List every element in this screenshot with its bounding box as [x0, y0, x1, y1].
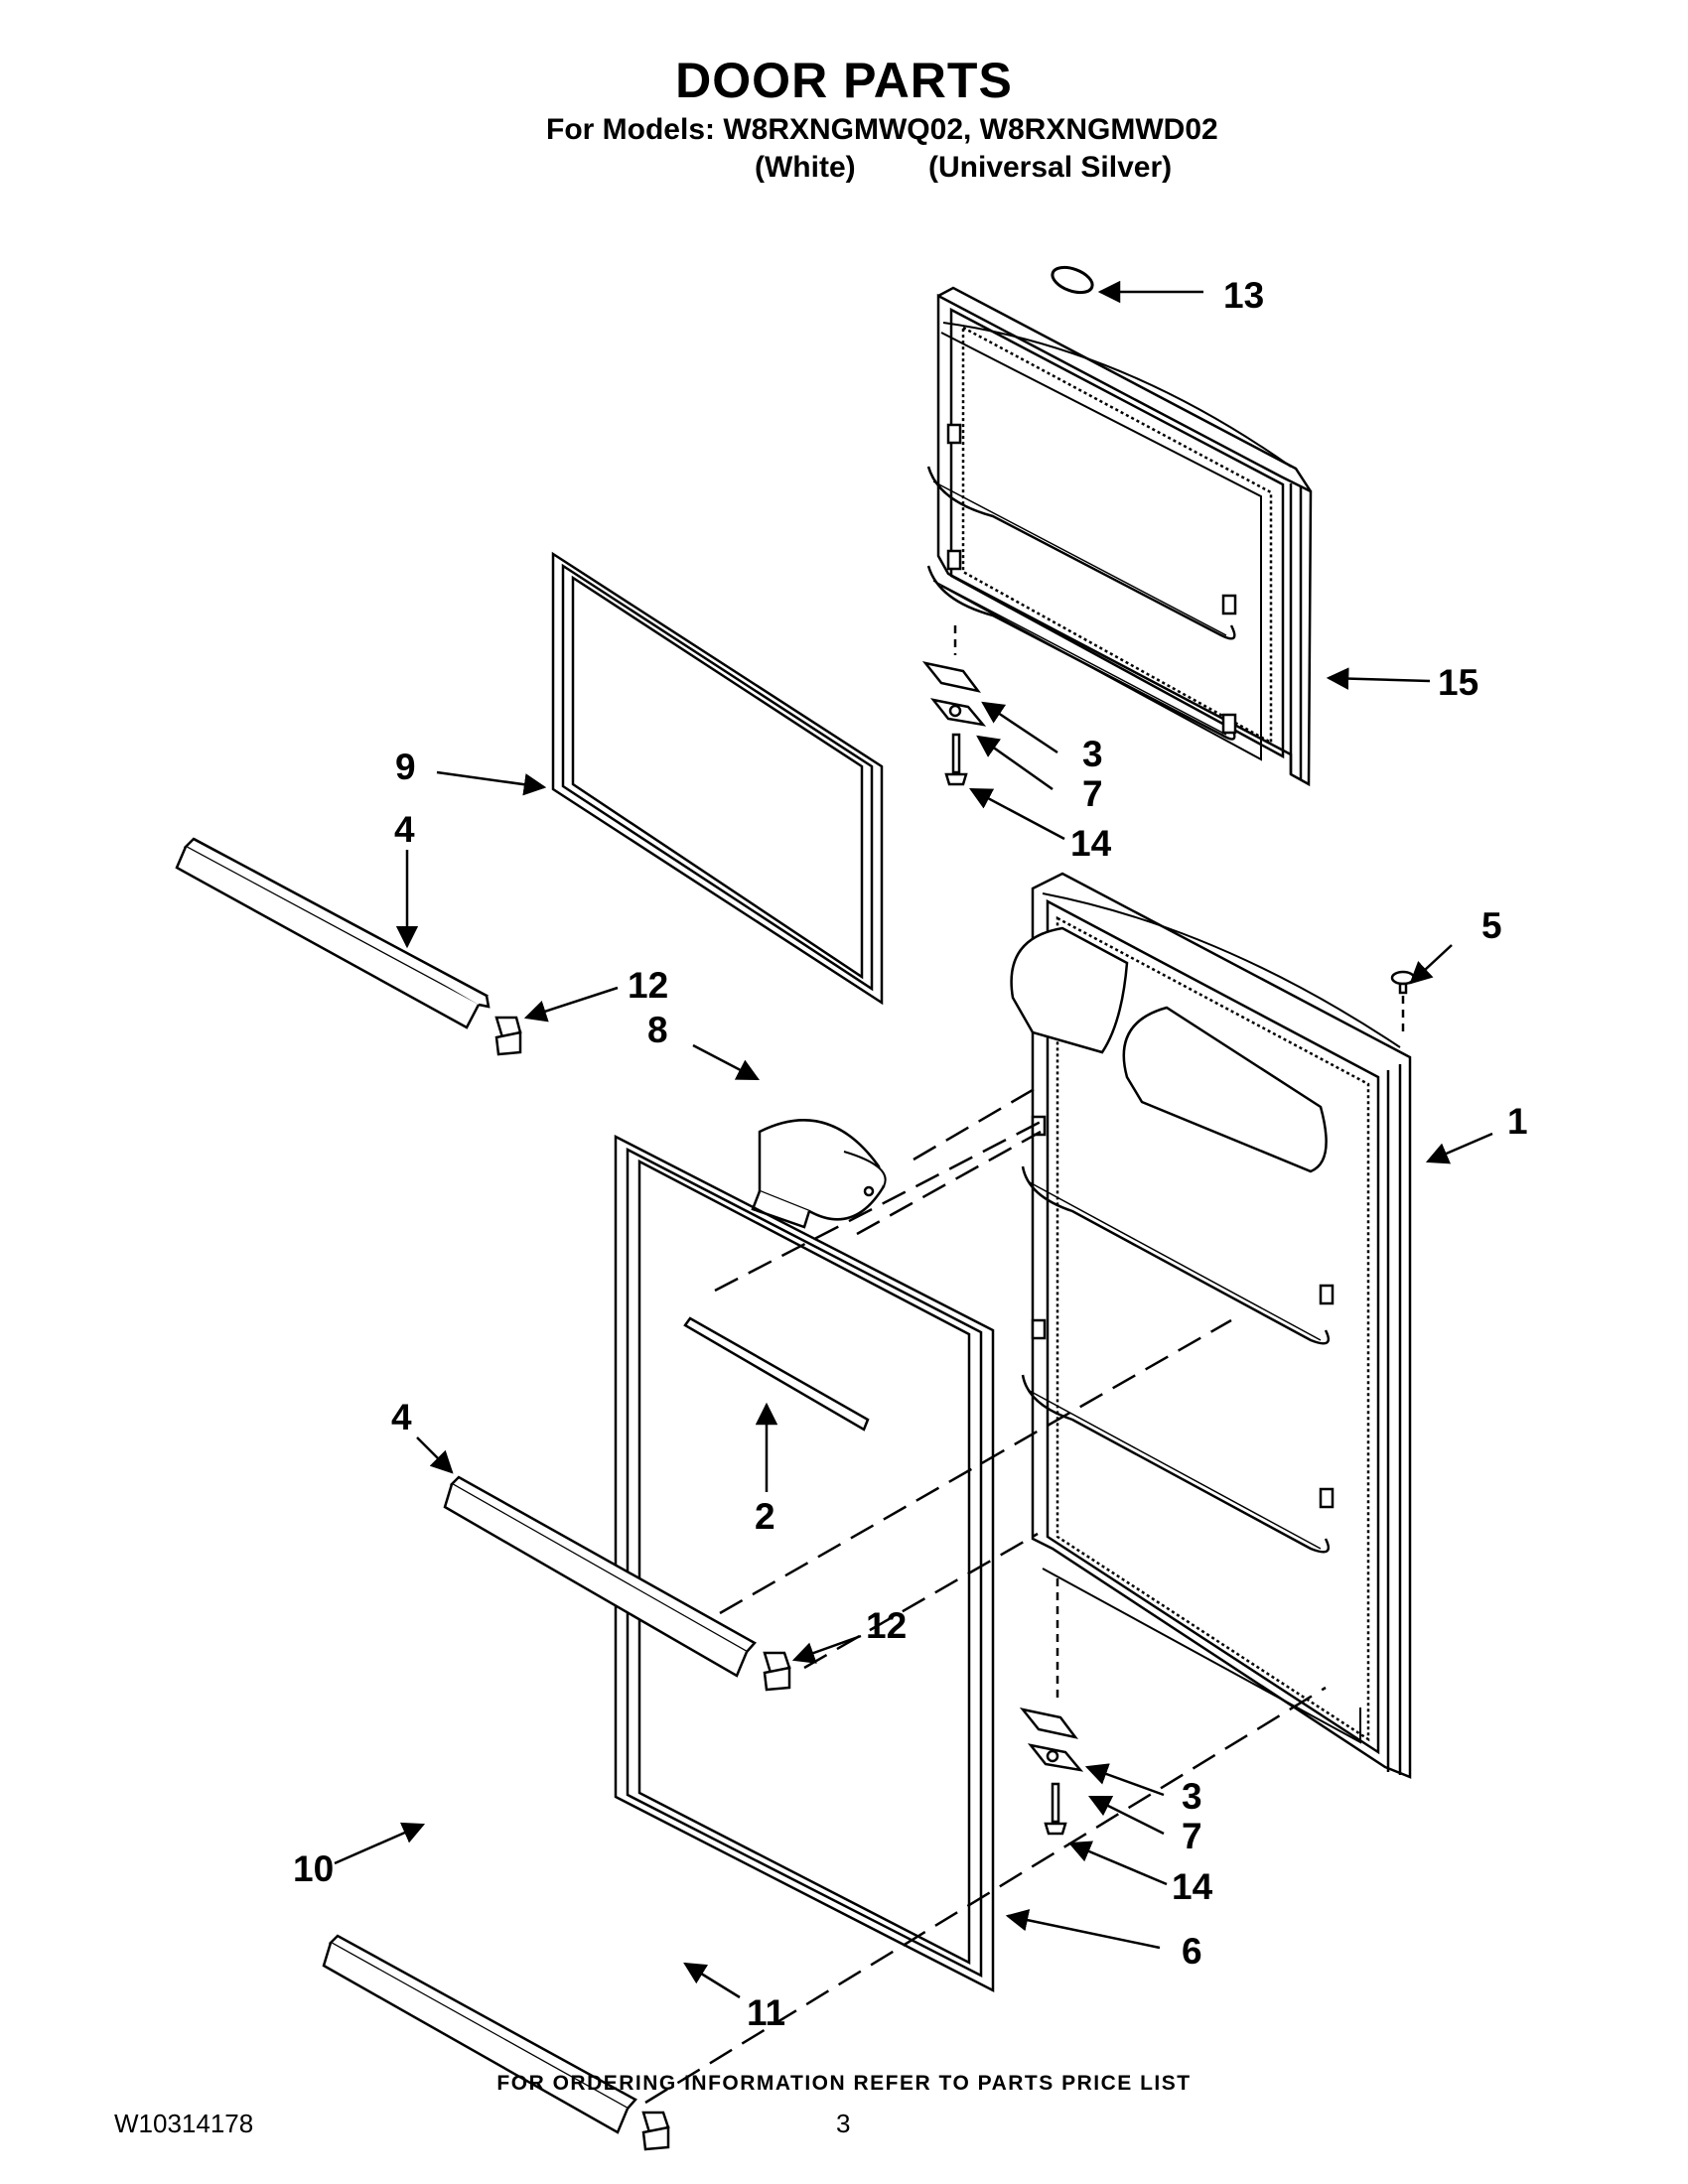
upper-trim-strip — [175, 837, 491, 1029]
callout-6: 6 — [1182, 1931, 1202, 1972]
callout-8: 8 — [647, 1010, 668, 1050]
callout-7-lower: 7 — [1182, 1816, 1202, 1856]
callout-14-upper: 14 — [1070, 823, 1112, 864]
document-number: W10314178 — [114, 2109, 254, 2138]
upper-hinge-assembly — [921, 625, 987, 786]
dairy-cover — [751, 1119, 887, 1229]
strip-part-2 — [683, 1316, 870, 1432]
callout-4-upper: 4 — [394, 809, 415, 850]
freezer-gasket — [551, 551, 884, 1006]
callout-11: 11 — [747, 1992, 785, 2033]
leader-arrows — [334, 280, 1493, 1999]
models-line: For Models: W8RXNGMWQ02, W8RXNGMWD02 — [546, 113, 1218, 146]
variant-silver: (Universal Silver) — [928, 151, 1173, 184]
callout-2: 2 — [755, 1496, 775, 1537]
lower-clip — [763, 1651, 791, 1692]
callout-12-lower: 12 — [866, 1605, 907, 1646]
ordering-note: FOR ORDERING INFORMATION REFER TO PARTS … — [496, 2072, 1192, 2095]
page-title: DOOR PARTS — [675, 53, 1013, 108]
callout-5: 5 — [1481, 905, 1502, 946]
callout-13: 13 — [1223, 275, 1264, 316]
freezer-door — [926, 286, 1313, 787]
cap-part-13 — [1051, 265, 1094, 295]
callout-4-lower: 4 — [391, 1397, 412, 1437]
upper-clip — [494, 1016, 522, 1056]
variant-white: (White) — [755, 151, 856, 184]
callout-3-lower: 3 — [1182, 1776, 1202, 1817]
lower-hinge-assembly — [1019, 1578, 1084, 1836]
callout-14-lower: 14 — [1172, 1866, 1213, 1907]
bottom-clip — [641, 2111, 670, 2151]
callout-9: 9 — [395, 747, 416, 787]
callout-15: 15 — [1438, 662, 1478, 703]
plug-part-5 — [1390, 970, 1416, 1032]
page-number: 3 — [836, 2109, 851, 2138]
callout-labels: 13 15 3 7 14 9 4 12 8 5 1 2 4 12 3 7 14 … — [293, 275, 1528, 2033]
fresh-food-door — [1010, 872, 1412, 1779]
callout-10: 10 — [293, 1848, 334, 1889]
callout-3-upper: 3 — [1082, 734, 1103, 774]
bottom-trim-strip — [322, 1934, 637, 2134]
assembly-lines — [644, 1085, 1327, 2105]
callout-7-upper: 7 — [1082, 773, 1103, 814]
callout-1: 1 — [1507, 1101, 1528, 1142]
lower-trim-strip — [443, 1475, 757, 1678]
callout-12-upper: 12 — [628, 965, 668, 1006]
